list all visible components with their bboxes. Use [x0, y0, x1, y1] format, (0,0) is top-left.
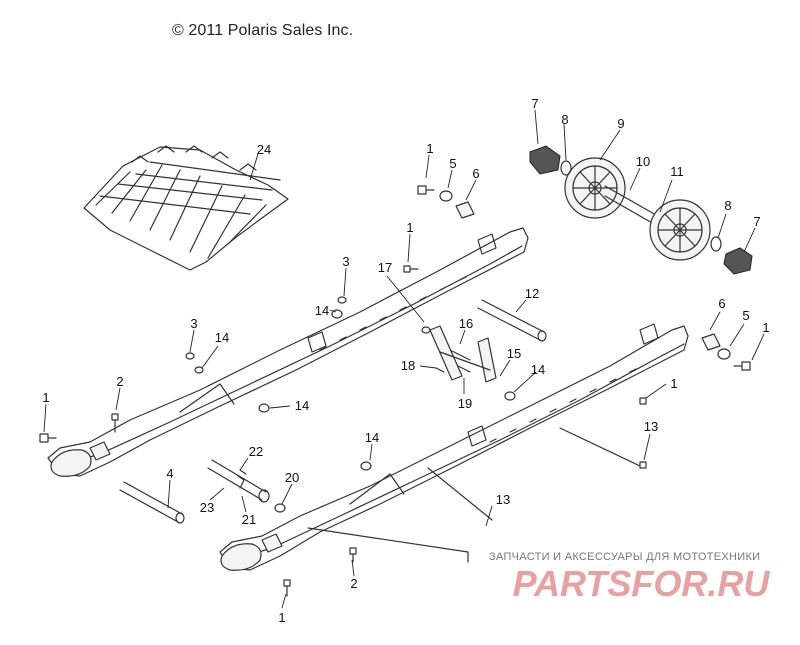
callout-c19: 19: [458, 396, 472, 411]
callout-c8a: 8: [561, 112, 568, 127]
callout-c18: 18: [401, 358, 415, 373]
callout-c10: 10: [636, 154, 650, 169]
copyright-text: © 2011 Polaris Sales Inc.: [172, 22, 354, 39]
callout-c13b: 13: [496, 492, 510, 507]
callout-c14c: 14: [295, 398, 309, 413]
callout-c20: 20: [285, 470, 299, 485]
callout-c4: 4: [166, 466, 173, 481]
callout-c9: 9: [617, 116, 624, 131]
cross-shafts: [119, 299, 641, 563]
callout-c1d: 1: [762, 320, 769, 335]
callout-c1f: 1: [278, 610, 285, 625]
callout-c5a: 5: [449, 156, 456, 171]
callout-c1e: 1: [670, 376, 677, 391]
callout-c6a: 6: [472, 166, 479, 181]
callout-c23: 23: [200, 500, 214, 515]
callout-c1b: 1: [406, 220, 413, 235]
callout-c3a: 3: [342, 254, 349, 269]
leader-lines: [43, 109, 765, 609]
callout-c8b: 8: [724, 198, 731, 213]
callout-c2b: 2: [350, 576, 357, 591]
hardware: [39, 185, 751, 597]
callout-c21: 21: [242, 512, 256, 527]
callout-c24: 24: [257, 142, 271, 157]
watermark-logo: PARTSFOR.RU: [513, 563, 771, 604]
watermark-subtitle: ЗАПЧАСТИ И АКСЕССУАРЫ ДЛЯ МОТОТЕХНИКИ: [489, 551, 761, 563]
watermark-logo-text: PARTSFOR.RU: [513, 563, 771, 604]
idler-wheels: [529, 145, 753, 275]
bracket-assembly: [429, 325, 497, 383]
callout-c15: 15: [507, 346, 521, 361]
callout-c7a: 7: [531, 96, 538, 111]
callout-c7b: 7: [753, 214, 760, 229]
callout-c13a: 13: [644, 419, 658, 434]
callout-c11: 11: [670, 164, 684, 179]
callout-c14b: 14: [215, 330, 229, 345]
lower-slide-rail: [219, 323, 689, 571]
callout-c22: 22: [249, 444, 263, 459]
callout-c1c: 1: [42, 390, 49, 405]
callout-c17: 17: [378, 260, 392, 275]
callout-c14d: 14: [531, 362, 545, 377]
callout-c14e: 14: [365, 430, 379, 445]
callout-c12: 12: [525, 286, 539, 301]
callout-c3b: 3: [190, 316, 197, 331]
upper-slide-rail: [47, 227, 529, 477]
track-part-24: [83, 145, 289, 271]
callout-c6b: 6: [718, 296, 725, 311]
callout-c2a: 2: [116, 374, 123, 389]
callout-c5b: 5: [742, 308, 749, 323]
callout-c14a: 14: [315, 303, 329, 318]
callout-c1a: 1: [426, 141, 433, 156]
callout-c16: 16: [459, 316, 473, 331]
